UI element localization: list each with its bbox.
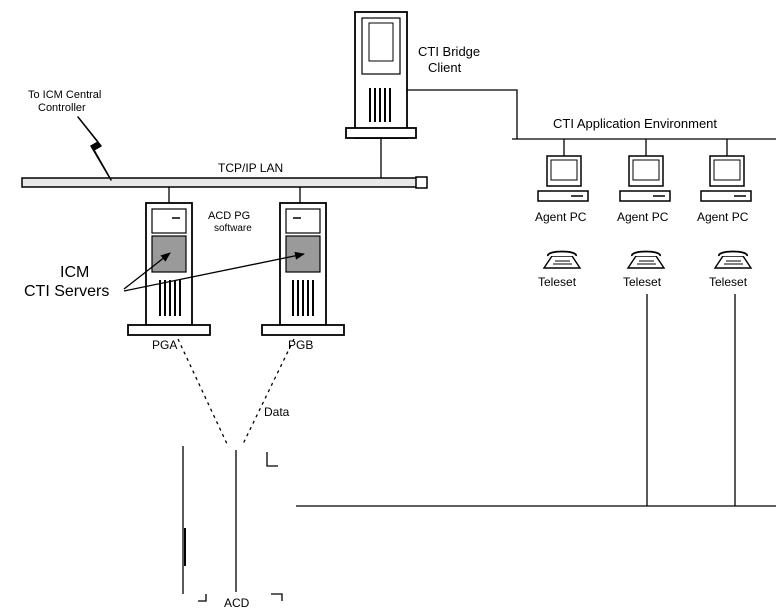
lan-terminator	[415, 176, 428, 189]
agent-station: Agent PC Teleset	[697, 139, 753, 506]
acd-pg-software-label-line1: ACD PG	[208, 210, 250, 222]
agent-station: Agent PC Teleset	[535, 139, 589, 289]
agent-pc-label: Agent PC	[617, 210, 669, 224]
arrow-to-pga-module	[123, 252, 171, 290]
icm-central-label-line1: To ICM Central	[28, 89, 101, 101]
data-label: Data	[264, 405, 290, 419]
app-env-label: CTI Application Environment	[553, 116, 717, 131]
cti-application-environment: CTI Application Environment Agent PC Tel…	[296, 116, 776, 507]
cti-bridge-client: CTI Bridge Client	[345, 11, 518, 178]
arrow-to-pgb-module	[123, 251, 305, 292]
agent-pc-label: Agent PC	[697, 210, 749, 224]
lan-label: TCP/IP LAN	[218, 161, 283, 175]
agent-pc-label: Agent PC	[535, 210, 587, 224]
icm-cti-servers-label-line1: ICM	[60, 264, 89, 281]
icm-cti-servers-annotation: ICM CTI Servers	[24, 251, 305, 300]
teleset-label: Teleset	[709, 275, 748, 289]
pga-server: PGA	[127, 187, 211, 352]
acd-bracket-right	[271, 593, 283, 601]
tower-server-icon	[127, 202, 211, 336]
acd-pg-software-annotation: ACD PG software	[208, 210, 252, 234]
tower-server-icon	[261, 202, 345, 336]
pgb-server: PGB	[261, 187, 345, 352]
tower-client-icon	[345, 11, 417, 139]
icm-cti-servers-label-line2: CTI Servers	[24, 283, 109, 300]
bridge-client-label-line2: Client	[428, 60, 462, 75]
data-links: Data	[177, 338, 295, 447]
lightning-bolt-icon	[77, 116, 112, 181]
pga-data-link	[177, 338, 229, 447]
telephone-icon	[713, 250, 753, 269]
desktop-computer-icon	[537, 155, 589, 202]
agent-station: Agent PC Teleset	[617, 139, 671, 506]
pgb-label: PGB	[288, 338, 313, 352]
desktop-computer-icon	[700, 155, 752, 202]
acd-pg-software-label-line2: software	[214, 223, 252, 234]
teleset-label: Teleset	[538, 275, 577, 289]
icm-central-label-line2: Controller	[38, 102, 86, 114]
tcpip-lan: TCP/IP LAN	[21, 161, 428, 189]
desktop-computer-icon	[619, 155, 671, 202]
acd-bracket-left	[198, 594, 207, 602]
telephone-icon	[542, 250, 582, 269]
acd-switch: ACD	[182, 446, 283, 610]
teleset-label: Teleset	[623, 275, 662, 289]
pga-label: PGA	[152, 338, 177, 352]
acd-corner-mark	[266, 452, 278, 467]
bridge-to-app-env-line	[407, 89, 518, 139]
acd-label: ACD	[224, 596, 250, 610]
pgb-data-link	[241, 338, 295, 447]
telephone-icon	[626, 250, 666, 269]
icm-central-link: To ICM Central Controller	[28, 89, 112, 181]
bridge-client-label-line1: CTI Bridge	[418, 44, 480, 59]
